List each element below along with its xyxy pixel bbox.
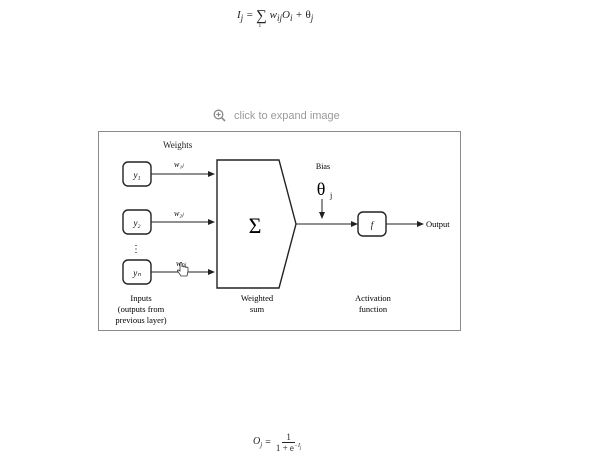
sigmoid-den-base: 1 + e: [275, 443, 294, 453]
sigmoid-numerator: 1: [282, 432, 295, 443]
summation-index: i: [259, 23, 261, 29]
formula-lhs: I: [237, 9, 241, 21]
input-label-1: y₁: [132, 170, 140, 180]
net-input-formula: Ij = ∑i wijOi + θj: [237, 8, 314, 29]
weighted-sum-block: [216, 159, 297, 289]
sigmoid-den-exp: −I: [293, 443, 300, 449]
bias-symbol: θ: [317, 179, 326, 199]
formula-output-sub: i: [290, 13, 293, 24]
input-label-n: yₙ: [132, 268, 141, 278]
sigmoid-denominator: 1 + e−Ij: [274, 443, 304, 453]
activation-caption-line-2: function: [359, 304, 388, 314]
input-label-2: y₂: [132, 218, 140, 228]
zoom-in-icon: [213, 109, 226, 122]
summation-symbol: ∑i: [256, 8, 267, 29]
weight-label-1: w₁ⱼ: [174, 160, 184, 169]
sigmoid-formula: Oj = 1 1 + e−Ij: [253, 432, 303, 453]
sigmoid-fraction: 1 1 + e−Ij: [274, 432, 304, 453]
formula-output: O: [282, 9, 290, 21]
expand-image-label: click to expand image: [234, 109, 340, 122]
sigmoid-equals: =: [265, 437, 271, 448]
input-vdots: ⋮: [131, 244, 141, 255]
weight-label-2: w₂ⱼ: [174, 209, 184, 218]
formula-weight-sub: ij: [276, 13, 283, 24]
formula-theta: θ: [305, 9, 311, 21]
hand-cursor-icon: [176, 262, 189, 277]
weighted-caption-line-1: Weighted: [241, 293, 274, 303]
weighted-caption-line-2: sum: [250, 304, 265, 314]
activation-caption-line-1: Activation: [355, 293, 392, 303]
weights-label: Weights: [163, 140, 193, 150]
bias-label: Bias: [316, 162, 330, 171]
sigmoid-lhs: O: [253, 436, 261, 447]
formula-lhs-sub: j: [240, 13, 244, 24]
bias-subscript: j: [329, 191, 332, 200]
inputs-caption-line-1: Inputs: [130, 293, 151, 303]
sigmoid-den-exp-sub: j: [299, 446, 302, 452]
output-label: Output: [426, 219, 450, 229]
formula-weight: w: [269, 9, 277, 21]
formula-equals: =: [243, 9, 257, 21]
formula-theta-sub: j: [310, 13, 314, 24]
inputs-caption-line-3: previous layer): [115, 315, 166, 325]
expand-image-link[interactable]: click to expand image: [213, 109, 340, 122]
formula-plus: +: [292, 9, 306, 21]
sigmoid-lhs-sub: j: [260, 441, 263, 449]
neuron-diagram-svg: Weights y₁ y₂ ⋮ yₙ w₁ⱼ w₂ⱼ wₙⱼ Σ Bias θ …: [115, 140, 450, 325]
neuron-diagram[interactable]: Weights y₁ y₂ ⋮ yₙ w₁ⱼ w₂ⱼ wₙⱼ Σ Bias θ …: [98, 131, 461, 331]
summation-glyph: ∑: [256, 8, 267, 24]
inputs-caption-line-2: (outputs from: [118, 304, 165, 314]
sum-symbol: Σ: [249, 213, 262, 238]
activation-symbol: f: [371, 220, 375, 230]
